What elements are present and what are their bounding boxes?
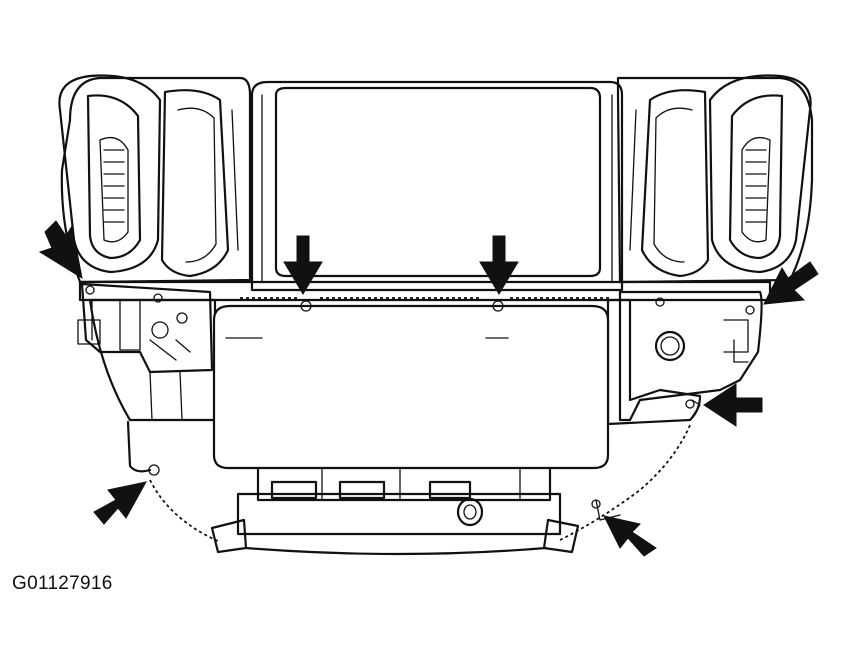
arrow-lower-left-bolt: [93, 481, 147, 525]
connector-tray: [210, 466, 580, 556]
arrow-upper-right-bracket: [763, 261, 819, 305]
arrow-lower-right-tab: [603, 515, 657, 557]
right-blower-housing: [629, 74, 812, 278]
left-bracket: [77, 282, 214, 374]
arrow-upper-left-bracket: [38, 220, 83, 280]
arrow-right-side-bolt: [703, 383, 763, 427]
upper-housing: [60, 76, 814, 292]
central-module: [212, 300, 610, 470]
figure-id-label: G01127916: [12, 573, 113, 594]
arrow-top-right-bolt: [479, 235, 519, 295]
left-blower-housing: [58, 74, 239, 278]
retaining-cable: [126, 399, 701, 543]
right-bracket: [618, 290, 763, 422]
arrow-top-left-bolt: [283, 235, 323, 295]
